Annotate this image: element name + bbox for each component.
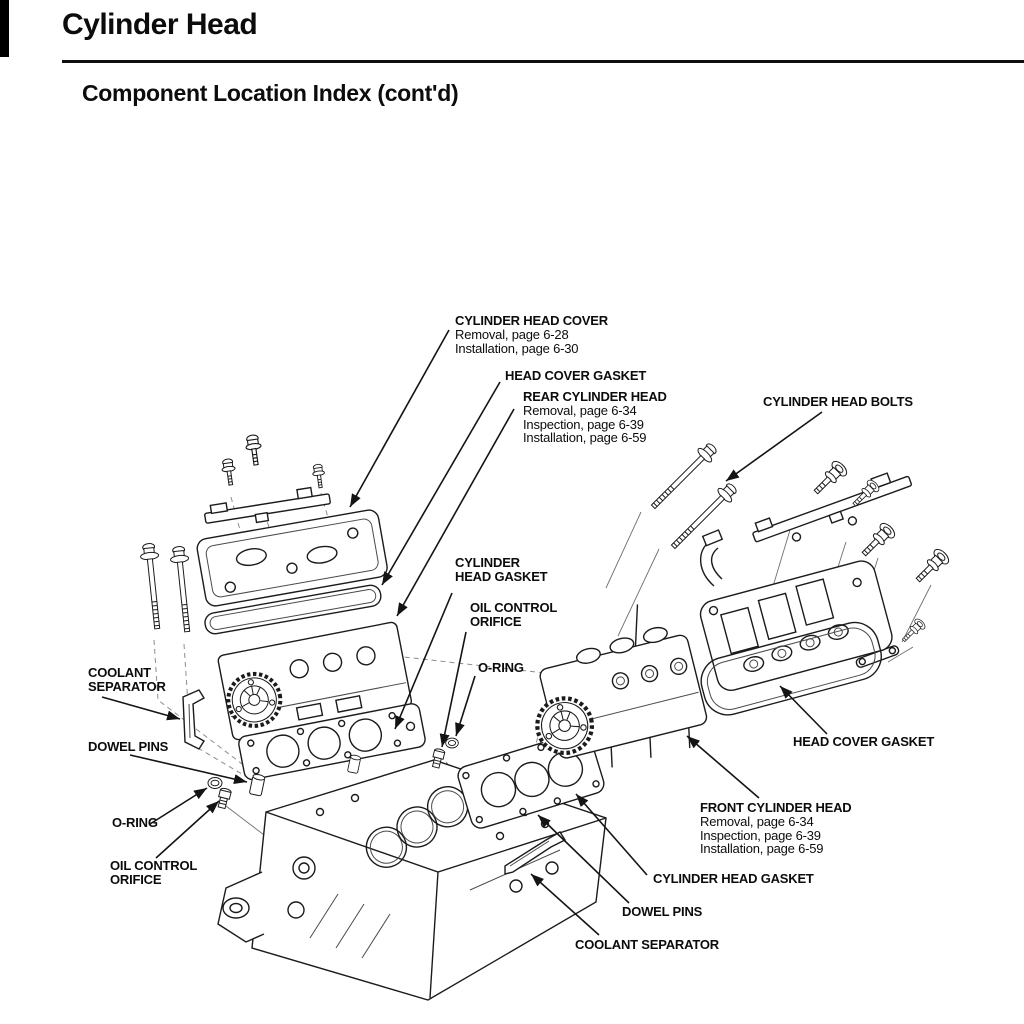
rear-cover-small-bolts: [220, 433, 327, 489]
page-title: Cylinder Head: [62, 8, 258, 41]
callout-dowel-pins-rear: DOWEL PINS: [88, 740, 168, 754]
rear-cylinder-head: [217, 621, 413, 741]
callout-title: DOWEL PINS: [88, 739, 169, 754]
rear-oil-control-orifice: [215, 786, 233, 810]
rear-harness-bracket: [204, 486, 331, 524]
callout-title: O-RING: [112, 815, 158, 830]
callout-ref: Removal, page 6-34: [700, 813, 814, 829]
callout-title: CYLINDER HEAD COVER: [455, 313, 608, 328]
callout-front-cylinder-head: FRONT CYLINDER HEAD Removal, page 6-34 I…: [700, 800, 852, 857]
callout-cylinder-head-gasket-front: CYLINDER HEAD GASKET: [653, 872, 814, 886]
callout-title: REAR CYLINDER HEAD: [523, 389, 667, 404]
rear-head-cover-gasket: [204, 584, 382, 635]
callout-ref: Inspection, page 6-39: [700, 827, 821, 843]
rear-valve-cover: [196, 509, 388, 607]
callout-title: SEPARATOR: [88, 678, 166, 694]
callout-rear-cylinder-head: REAR CYLINDER HEAD Removal, page 6-34 In…: [523, 390, 667, 445]
callout-title: HEAD COVER GASKET: [505, 368, 647, 383]
callout-head-cover-gasket-rear: HEAD COVER GASKET: [505, 369, 646, 383]
callout-ref: Inspection, page 6-39: [523, 416, 644, 432]
callout-cylinder-head-gasket-rear: CYLINDER HEAD GASKET: [455, 555, 548, 584]
callout-oil-control-orifice-front: OIL CONTROL ORIFICE: [470, 601, 557, 629]
front-valve-cover: [699, 560, 893, 691]
callout-dowel-pins-front: DOWEL PINS: [622, 905, 702, 919]
callout-coolant-separator-front: COOLANT SEPARATOR: [575, 938, 719, 952]
callout-ref: Installation, page 6-59: [700, 841, 824, 857]
front-small-bracket: [855, 645, 900, 668]
callout-o-ring-rear: O-RING: [112, 816, 158, 830]
callout-title: CYLINDER: [455, 555, 520, 570]
engine-block: [217, 759, 607, 1001]
callout-title: DOWEL PINS: [622, 904, 703, 919]
callout-head-cover-gasket-front: HEAD COVER GASKET: [793, 735, 934, 749]
front-head-cover-gasket: [700, 621, 882, 716]
callout-ref: Removal, page 6-34: [523, 402, 637, 418]
callout-title: CYLINDER HEAD GASKET: [653, 871, 814, 886]
front-o-ring: [445, 737, 459, 749]
rear-o-ring: [207, 777, 223, 789]
callout-title: O-RING: [478, 660, 524, 675]
leader-lines: [101, 329, 828, 936]
callout-ref: Installation, page 6-30: [455, 340, 579, 356]
callout-coolant-separator-rear: COOLANT SEPARATOR: [88, 666, 166, 694]
rear-long-bolts: [138, 542, 197, 634]
callout-o-ring-front: O-RING: [478, 661, 524, 675]
section-heading: Component Location Index (cont'd): [82, 80, 459, 106]
callout-oil-control-orifice-rear: OIL CONTROL ORIFICE: [110, 859, 197, 887]
callout-cylinder-head-bolts: CYLINDER HEAD BOLTS: [763, 395, 913, 409]
rear-cylinder-head-gasket: [238, 703, 426, 781]
callout-title: HEAD GASKET: [455, 568, 548, 584]
callout-title: COOLANT SEPARATOR: [575, 937, 719, 952]
breather-tube: [700, 529, 724, 587]
callout-title: HEAD COVER GASKET: [793, 734, 935, 749]
callout-title: OIL CONTROL: [470, 600, 558, 615]
callout-title: ORIFICE: [470, 613, 522, 629]
callout-title: FRONT CYLINDER HEAD: [700, 800, 852, 815]
callout-title: CYLINDER HEAD BOLTS: [763, 394, 913, 409]
callout-title: OIL CONTROL: [110, 858, 198, 873]
page-corner-tab: [0, 0, 9, 57]
title-rule: [62, 60, 1024, 63]
callout-ref: Removal, page 6-28: [455, 326, 569, 342]
callout-title: COOLANT: [88, 665, 151, 680]
rear-coolant-separator: [182, 689, 205, 750]
callout-title: ORIFICE: [110, 871, 162, 887]
front-cylinder-head: [514, 604, 708, 768]
callout-cylinder-head-cover: CYLINDER HEAD COVER Removal, page 6-28 I…: [455, 314, 608, 355]
front-coolant-separator: [504, 831, 567, 875]
callout-ref: Installation, page 6-59: [523, 430, 647, 446]
front-cylinder-head-bolts: [646, 439, 741, 554]
